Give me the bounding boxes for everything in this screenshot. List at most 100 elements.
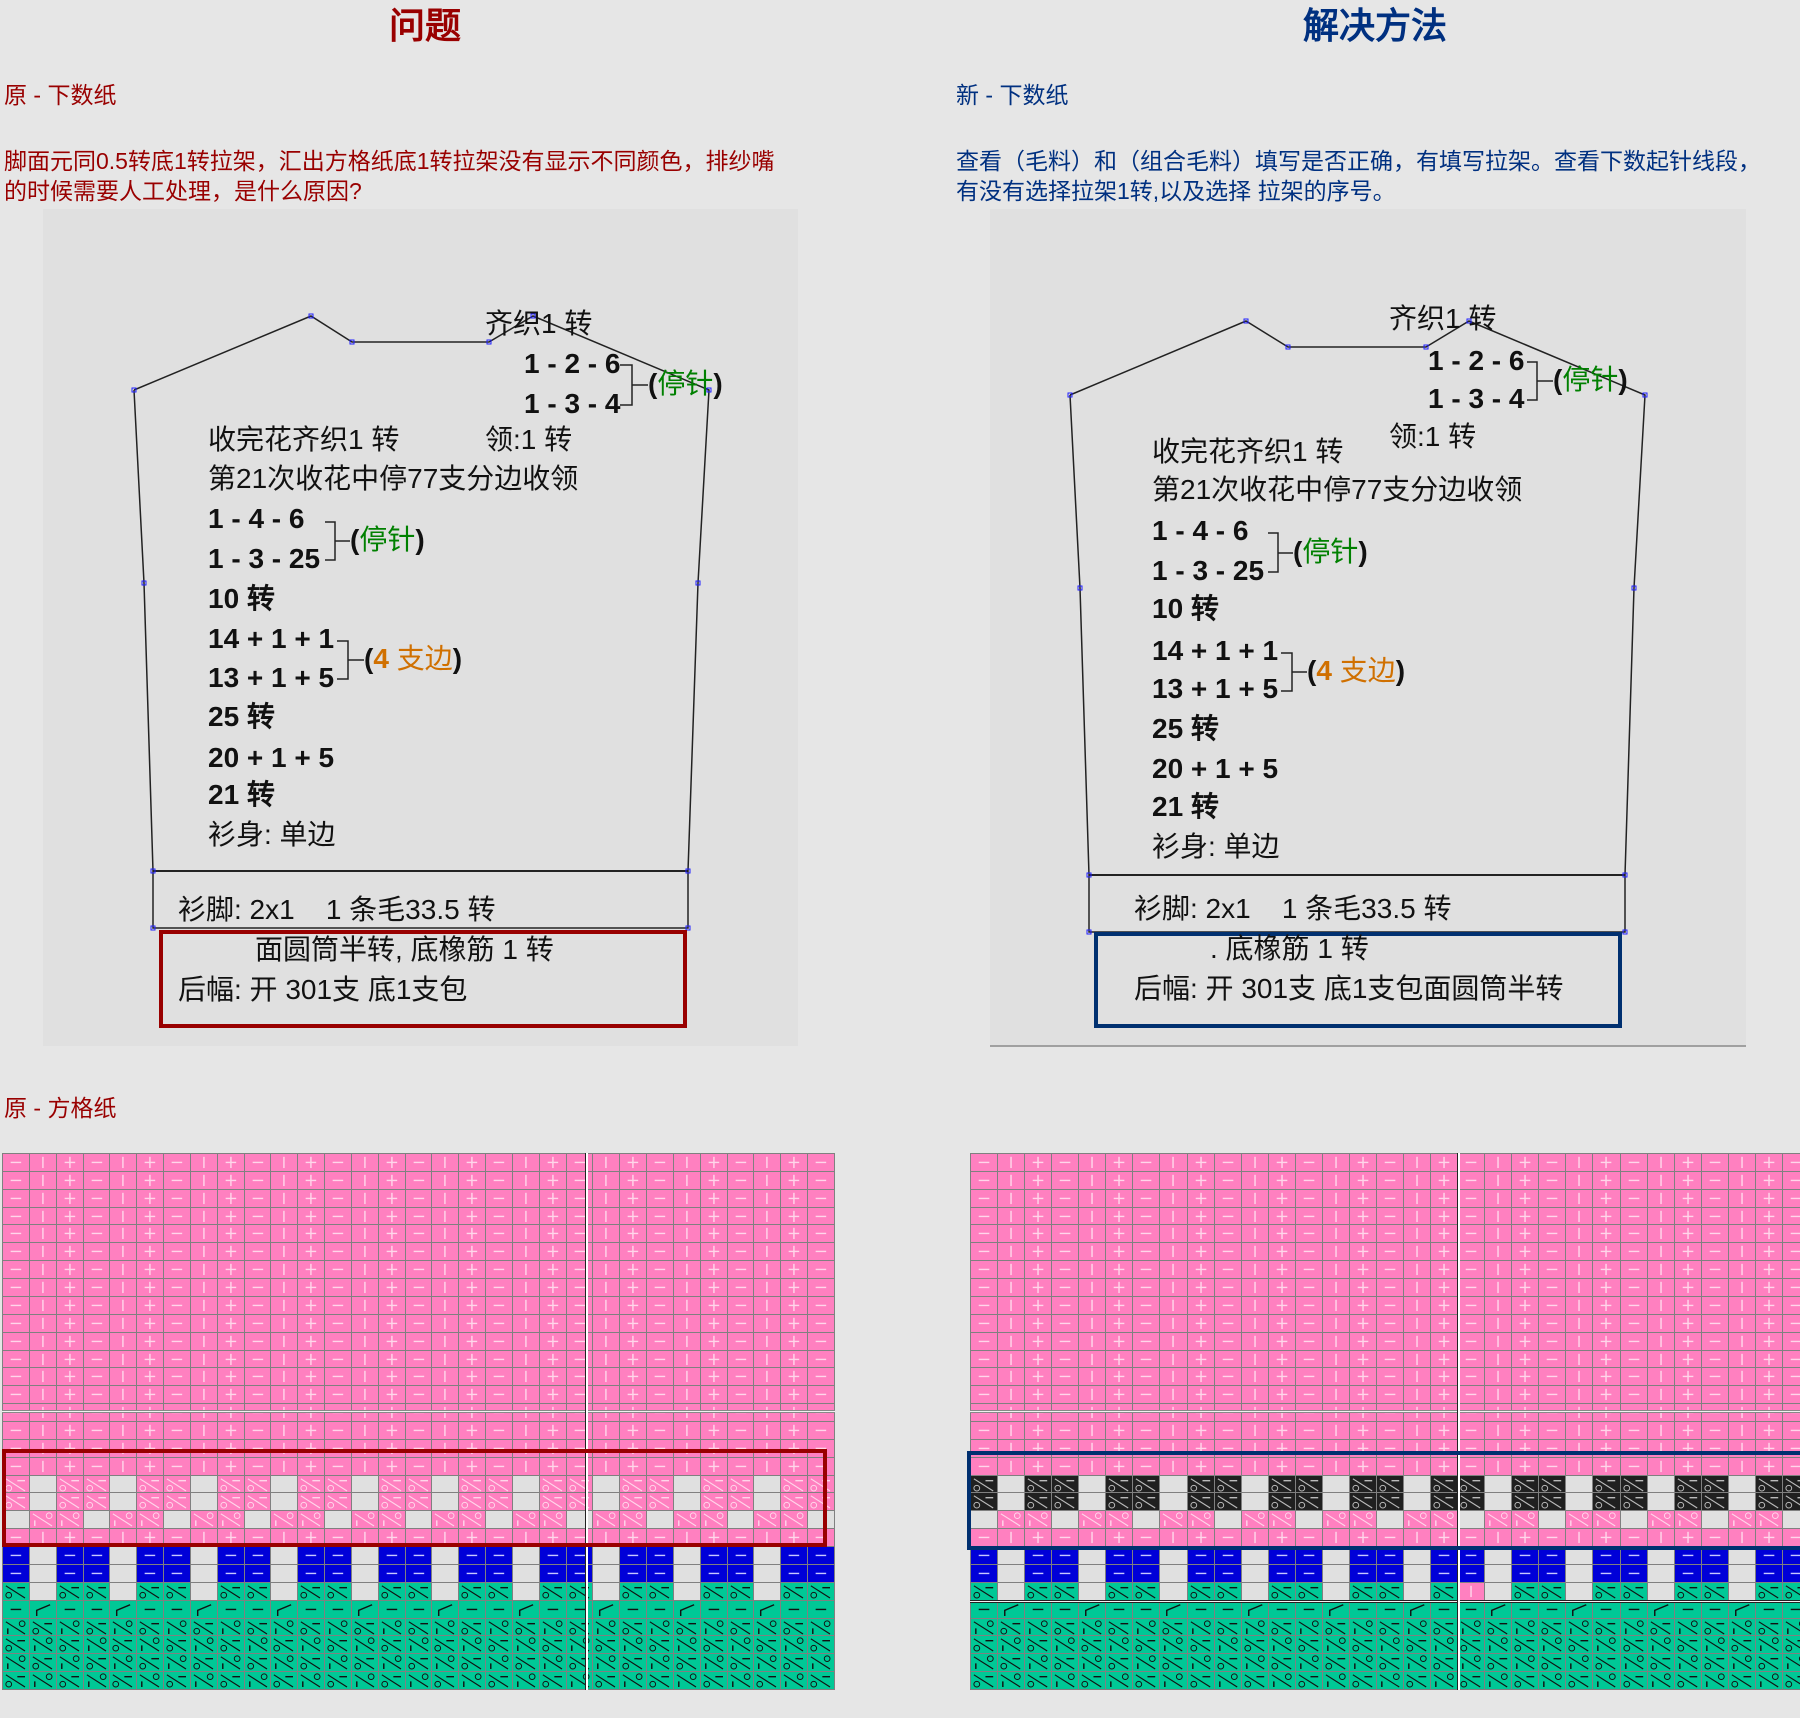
- grid-cell[interactable]: [1593, 1350, 1620, 1368]
- grid-cell[interactable]: [298, 1386, 325, 1404]
- grid-cell[interactable]: [486, 1672, 512, 1689]
- grid-cell[interactable]: [512, 1189, 539, 1207]
- grid-cell[interactable]: [3, 1386, 29, 1404]
- grid-cell[interactable]: [29, 1261, 56, 1279]
- grid-cell[interactable]: [1187, 1207, 1214, 1225]
- grid-cell[interactable]: [754, 1225, 781, 1243]
- grid-cell[interactable]: [486, 1547, 512, 1564]
- grid-cell[interactable]: [83, 1654, 110, 1672]
- grid-cell[interactable]: [1404, 1672, 1431, 1689]
- grid-cell[interactable]: [1620, 1618, 1647, 1636]
- grid-cell[interactable]: [512, 1225, 539, 1243]
- grid-cell[interactable]: [1593, 1672, 1620, 1689]
- grid-cell[interactable]: [56, 1618, 83, 1636]
- grid-cell[interactable]: [405, 1654, 432, 1672]
- grid-cell[interactable]: [1674, 1618, 1701, 1636]
- grid-cell[interactable]: [325, 1654, 351, 1672]
- grid-cell[interactable]: [1349, 1564, 1376, 1582]
- grid-cell[interactable]: [1376, 1350, 1404, 1368]
- grid-cell[interactable]: [190, 1457, 217, 1475]
- grid-cell[interactable]: [29, 1547, 56, 1564]
- grid-cell[interactable]: [700, 1207, 727, 1225]
- grid-cell[interactable]: [56, 1154, 83, 1171]
- grid-cell[interactable]: [1755, 1350, 1782, 1368]
- grid-cell[interactable]: [1187, 1350, 1214, 1368]
- grid-cell[interactable]: [1214, 1618, 1241, 1636]
- grid-cell[interactable]: [512, 1154, 539, 1171]
- grid-cell[interactable]: [3, 1279, 29, 1296]
- grid-cell[interactable]: [29, 1457, 56, 1475]
- grid-cell[interactable]: [1431, 1564, 1458, 1582]
- grid-cell[interactable]: [1701, 1368, 1728, 1386]
- grid-cell[interactable]: [137, 1582, 164, 1600]
- grid-cell[interactable]: [754, 1350, 781, 1368]
- grid-cell[interactable]: [351, 1171, 378, 1189]
- grid-cell[interactable]: [459, 1225, 486, 1243]
- grid-cell[interactable]: [539, 1154, 566, 1171]
- grid-cell[interactable]: [1782, 1171, 1800, 1189]
- grid-cell[interactable]: [244, 1314, 271, 1332]
- grid-cell[interactable]: [1214, 1314, 1241, 1332]
- grid-cell[interactable]: [673, 1189, 700, 1207]
- grid-cell[interactable]: [56, 1314, 83, 1332]
- grid-cell[interactable]: [1187, 1564, 1214, 1582]
- grid-cell[interactable]: [1349, 1279, 1376, 1296]
- grid-cell[interactable]: [1620, 1564, 1647, 1582]
- grid-cell[interactable]: [56, 1189, 83, 1207]
- grid-cell[interactable]: [1728, 1225, 1755, 1243]
- grid-cell[interactable]: [1755, 1261, 1782, 1279]
- grid-cell[interactable]: [432, 1154, 459, 1171]
- grid-cell[interactable]: [405, 1600, 432, 1618]
- grid-cell[interactable]: [1404, 1618, 1431, 1636]
- grid-cell[interactable]: [83, 1386, 110, 1404]
- grid-cell[interactable]: [244, 1261, 271, 1279]
- grid-cell[interactable]: [1512, 1243, 1539, 1261]
- grid-cell[interactable]: [1376, 1171, 1404, 1189]
- grid-cell[interactable]: [1241, 1189, 1268, 1207]
- grid-cell[interactable]: [459, 1672, 486, 1689]
- grid-cell[interactable]: [190, 1261, 217, 1279]
- grid-cell[interactable]: [190, 1243, 217, 1261]
- grid-cell[interactable]: [1539, 1582, 1566, 1600]
- grid-cell[interactable]: [217, 1654, 244, 1672]
- grid-cell[interactable]: [512, 1672, 539, 1689]
- grid-cell[interactable]: [647, 1279, 673, 1296]
- grid-cell[interactable]: [83, 1564, 110, 1582]
- grid-cell[interactable]: [83, 1332, 110, 1350]
- grid-cell[interactable]: [1025, 1207, 1052, 1225]
- grid-cell[interactable]: [727, 1475, 754, 1493]
- grid-cell[interactable]: [727, 1457, 754, 1475]
- grid-cell[interactable]: [298, 1368, 325, 1386]
- grid-cell[interactable]: [1160, 1154, 1187, 1171]
- grid-cell[interactable]: [1106, 1279, 1133, 1296]
- grid-cell[interactable]: [1376, 1422, 1404, 1439]
- grid-cell[interactable]: [29, 1189, 56, 1207]
- grid-cell[interactable]: [647, 1243, 673, 1261]
- grid-cell[interactable]: [190, 1154, 217, 1171]
- grid-cell[interactable]: [1214, 1564, 1241, 1582]
- grid-cell[interactable]: [1295, 1600, 1322, 1618]
- grid-cell[interactable]: [539, 1171, 566, 1189]
- grid-cell[interactable]: [137, 1189, 164, 1207]
- grid-cell[interactable]: [137, 1493, 164, 1511]
- grid-cell[interactable]: [512, 1368, 539, 1386]
- grid-cell[interactable]: [1566, 1654, 1593, 1672]
- old-pattern-grid[interactable]: [2, 1153, 835, 1690]
- grid-cell[interactable]: [1620, 1386, 1647, 1404]
- grid-cell[interactable]: [673, 1672, 700, 1689]
- grid-cell[interactable]: [1079, 1422, 1106, 1439]
- grid-cell[interactable]: [190, 1207, 217, 1225]
- grid-cell[interactable]: [539, 1225, 566, 1243]
- grid-cell[interactable]: [998, 1672, 1025, 1689]
- grid-cell[interactable]: [1458, 1296, 1485, 1314]
- grid-cell[interactable]: [1214, 1296, 1241, 1314]
- grid-cell[interactable]: [1268, 1296, 1295, 1314]
- grid-cell[interactable]: [1566, 1672, 1593, 1689]
- grid-cell[interactable]: [1782, 1636, 1800, 1654]
- grid-cell[interactable]: [190, 1225, 217, 1243]
- grid-cell[interactable]: [566, 1564, 593, 1582]
- grid-cell[interactable]: [110, 1243, 137, 1261]
- grid-cell[interactable]: [512, 1279, 539, 1296]
- grid-cell[interactable]: [1647, 1618, 1674, 1636]
- grid-cell[interactable]: [1593, 1636, 1620, 1654]
